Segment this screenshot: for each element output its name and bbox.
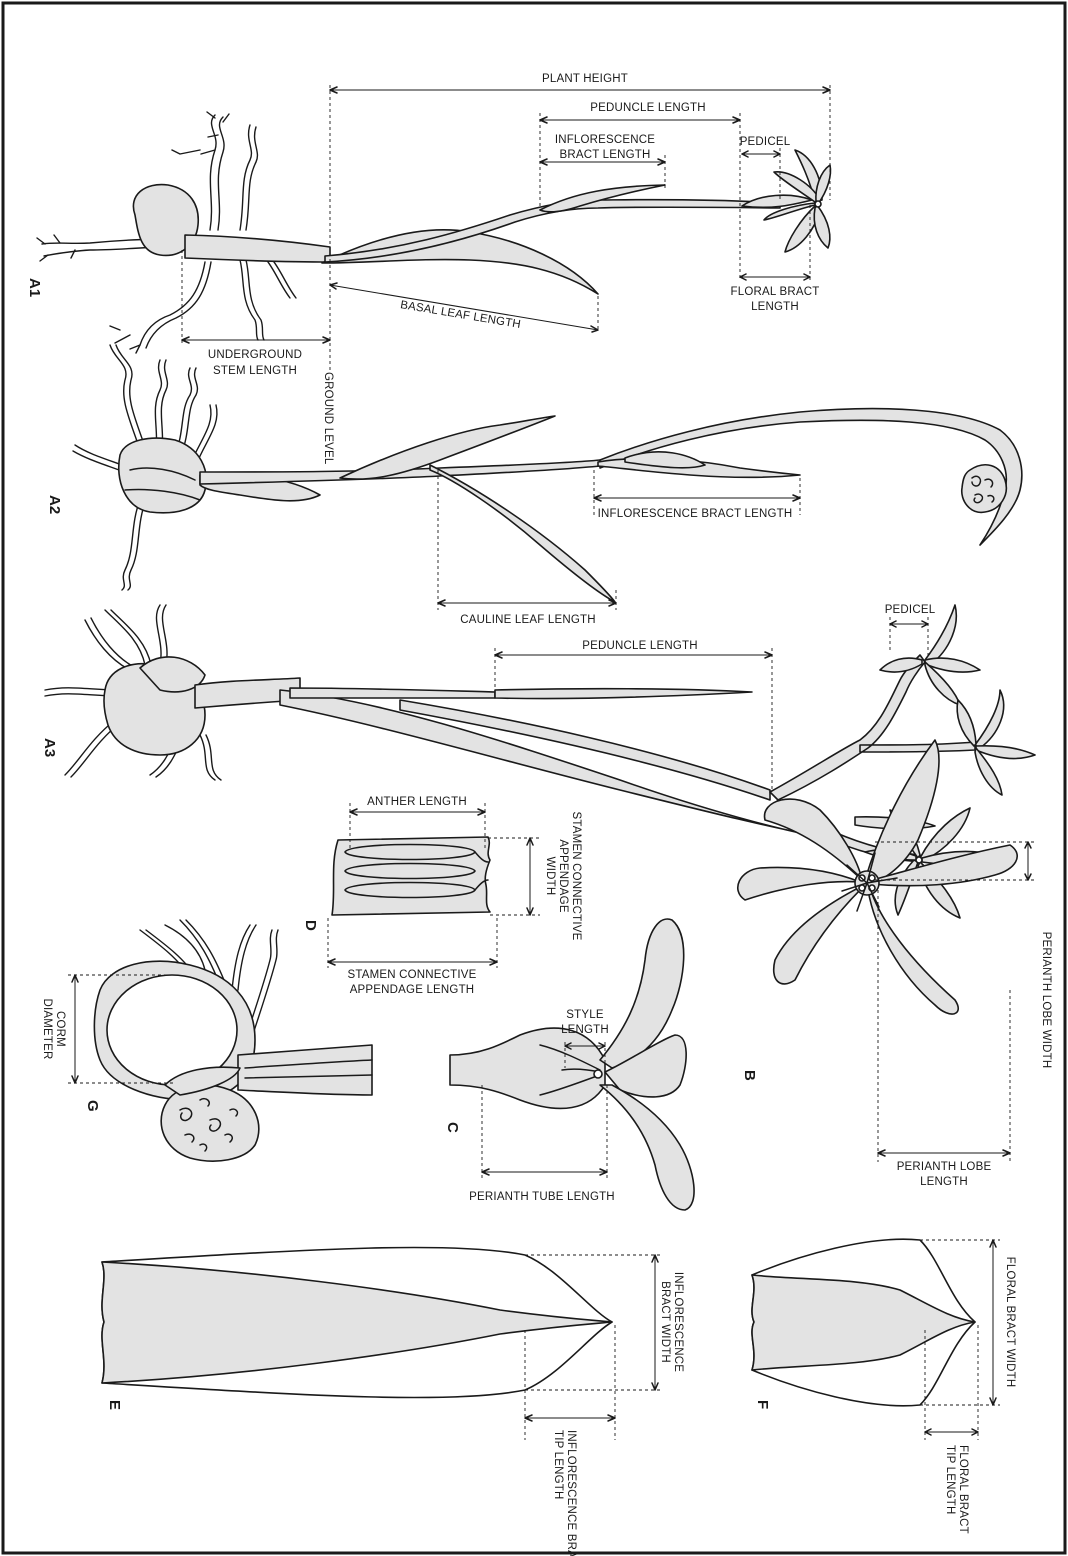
stamen-connective-appendage-length-label-1: STAMEN CONNECTIVE xyxy=(347,969,476,981)
d-anther-3 xyxy=(345,883,475,898)
style-length-label-2: LENGTH xyxy=(561,1024,609,1036)
perianth-lobe-length-label-1: PERIANTH LOBE xyxy=(897,1161,992,1173)
stamen-connective-appendage-width-label-1: STAMEN CONNECTIVE xyxy=(570,811,582,940)
f-panel-label: F xyxy=(754,1400,771,1409)
plant-height-label: PLANT HEIGHT xyxy=(542,73,628,85)
floral-bract-width-label: FLORAL BRACT WIDTH xyxy=(1004,1257,1016,1388)
a1-panel-label: A1 xyxy=(26,278,43,297)
stamen-connective-appendage-width-label-3: WIDTH xyxy=(544,857,556,896)
inflorescence-bract-length-label-1: INFLORESCENCE xyxy=(555,134,655,146)
inflorescence-bract-tip-length-label-1: INFLORESCENCE BRACT xyxy=(565,1430,577,1556)
underground-stem-length-label-1: UNDERGROUND xyxy=(208,349,302,361)
floral-bract-tip-length-label-2: TIP LENGTH xyxy=(944,1445,956,1515)
cauline-leaf-length-label: CAULINE LEAF LENGTH xyxy=(460,614,595,626)
pedicel-label: PEDICEL xyxy=(740,136,791,148)
corm-diameter-label-2: DIAMETER xyxy=(41,998,53,1059)
g-panel-label: G xyxy=(84,1100,101,1112)
b-panel-label: B xyxy=(741,1070,758,1081)
inflorescence-bract-length-a2-label: INFLORESCENCE BRACT LENGTH xyxy=(598,508,793,520)
ground-level-label: GROUND LEVEL xyxy=(322,372,334,465)
floral-bract-length-label-2: LENGTH xyxy=(751,301,799,313)
a2-panel-label: A2 xyxy=(46,495,63,514)
d-anther-2 xyxy=(345,864,475,879)
floral-bract-length-label-1: FLORAL BRACT xyxy=(731,286,820,298)
stamen-connective-appendage-length-label-2: APPENDAGE LENGTH xyxy=(350,984,475,996)
inflorescence-bract-length-label-2: BRACT LENGTH xyxy=(559,149,650,161)
c-panel-label: C xyxy=(444,1122,461,1133)
peduncle-length-label: PEDUNCLE LENGTH xyxy=(590,102,705,114)
a2-corm xyxy=(119,438,207,513)
peduncle-length-a3-label: PEDUNCLE LENGTH xyxy=(582,640,697,652)
style-length-label-1: STYLE xyxy=(566,1009,604,1021)
inflorescence-bract-width-label-2: BRACT WIDTH xyxy=(659,1281,671,1363)
anther-length-label: ANTHER LENGTH xyxy=(367,796,467,808)
inflorescence-bract-width-label-1: INFLORESCENCE xyxy=(672,1272,684,1372)
e-panel-label: E xyxy=(106,1400,123,1410)
perianth-lobe-width-label: PERIANTH LOBE WIDTH xyxy=(1040,932,1052,1069)
stamen-connective-appendage-width-label-2: APPENDAGE xyxy=(557,839,569,913)
a2-flower-cluster xyxy=(962,465,1007,513)
floral-bract-tip-length-label-1: FLORAL BRACT xyxy=(957,1445,969,1534)
corm-diameter-label-1: CORM xyxy=(54,1011,66,1047)
inflorescence-bract-tip-length-label-2: TIP LENGTH xyxy=(552,1430,564,1500)
underground-stem-length-label-2: STEM LENGTH xyxy=(213,365,297,377)
d-panel-label: D xyxy=(302,920,319,931)
pedicel-a3-label: PEDICEL xyxy=(885,604,936,616)
perianth-lobe-length-label-2: LENGTH xyxy=(920,1176,968,1188)
perianth-tube-length-label: PERIANTH TUBE LENGTH xyxy=(469,1191,615,1203)
d-anther-1 xyxy=(345,845,475,860)
a3-panel-label: A3 xyxy=(41,738,58,757)
